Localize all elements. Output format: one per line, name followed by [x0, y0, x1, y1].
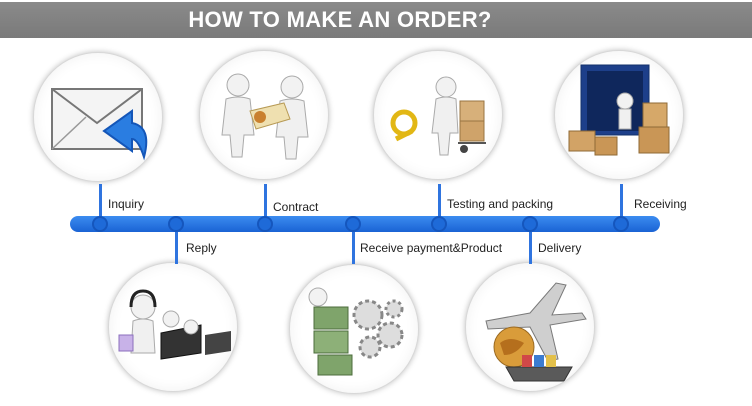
- page-title: HOW TO MAKE AN ORDER?: [188, 7, 492, 32]
- step-label-delivery: Delivery: [538, 241, 582, 255]
- delivery-circle: [465, 262, 595, 392]
- stem-reply: [175, 224, 178, 264]
- step-label-reply: Reply: [186, 241, 217, 255]
- handshake-contract-icon: [221, 73, 309, 160]
- plane-ship-globe-icon: [485, 282, 587, 382]
- testing-packing-circle: [373, 50, 503, 180]
- container-boxes-icon: [568, 64, 670, 156]
- receiving-circle: [554, 50, 684, 180]
- contract-circle: [199, 50, 329, 180]
- money-gears-icon: [308, 287, 404, 376]
- node-delivery: [522, 216, 538, 232]
- stem-payment: [352, 224, 355, 264]
- step-label-payment: Receive payment&Product: [360, 241, 503, 255]
- node-payment: [345, 216, 361, 232]
- node-testing: [431, 216, 447, 232]
- stem-testing: [438, 184, 441, 224]
- payment-product-circle: [289, 264, 419, 394]
- envelope-arrow-icon: [51, 88, 148, 161]
- node-inquiry: [92, 216, 108, 232]
- timeline-bar: [70, 216, 660, 232]
- stem-receiving: [620, 184, 623, 224]
- inquiry-circle: [33, 52, 163, 182]
- magnifier-boxes-icon: [390, 76, 486, 156]
- step-label-inquiry: Inquiry: [108, 197, 145, 211]
- reply-circle: [108, 262, 238, 392]
- node-reply: [168, 216, 184, 232]
- title-banner: HOW TO MAKE AN ORDER?: [0, 0, 752, 40]
- step-label-testing: Testing and packing: [447, 197, 554, 211]
- step-label-receiving: Receiving: [634, 197, 687, 211]
- stem-inquiry: [99, 184, 102, 224]
- stem-delivery: [529, 224, 532, 264]
- step-label-contract: Contract: [273, 200, 319, 214]
- call-center-icon: [118, 289, 231, 360]
- node-contract: [257, 216, 273, 232]
- node-receiving: [613, 216, 629, 232]
- title-banner-bar: [0, 2, 752, 38]
- stem-contract: [264, 184, 267, 224]
